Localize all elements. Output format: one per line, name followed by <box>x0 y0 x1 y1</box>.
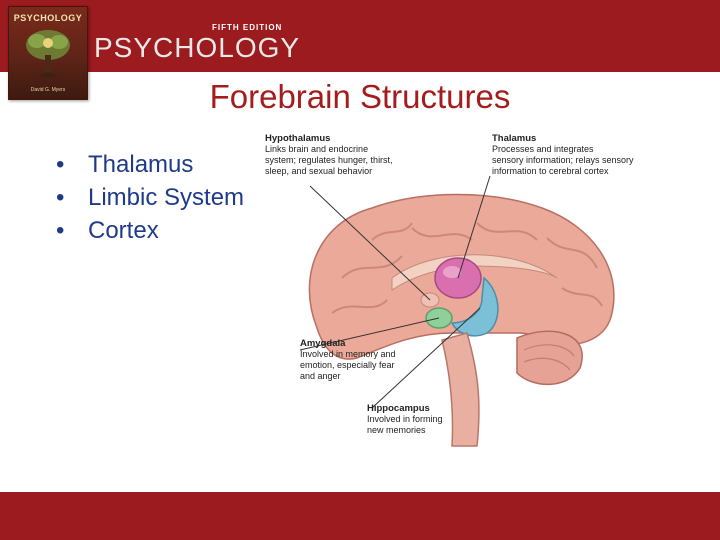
label-amygdala: Amygdala Involved in memory and emotion,… <box>300 338 396 381</box>
brain-illustration <box>299 175 615 447</box>
bullet-text: Limbic System <box>88 184 245 211</box>
book-cover-title: PSYCHOLOGY <box>13 13 83 23</box>
label-hypothalamus: Hypothalamus Links brain and endocrine s… <box>265 133 393 176</box>
book-cover-image: PSYCHOLOGY David G. Myers <box>8 6 88 100</box>
label-hippocampus: Hippocampus Involved in forming new memo… <box>367 403 443 435</box>
edition-label: FIFTH EDITION <box>212 23 283 32</box>
slide-title: Forebrain Structures <box>0 78 720 116</box>
corpus-callosum <box>391 254 558 291</box>
brain-diagram: Hypothalamus Links brain and endocrine s… <box>262 128 662 458</box>
label-thalamus: Thalamus Processes and integrates sensor… <box>492 133 634 176</box>
bullet-text: Thalamus <box>88 151 194 178</box>
cortex-folds <box>331 222 603 314</box>
slide-title-text: Forebrain Structures <box>209 78 511 115</box>
brainstem <box>441 332 480 447</box>
cerebellum-folds <box>523 344 575 371</box>
bullet-item: • Thalamus <box>56 148 248 181</box>
header-white-band <box>0 72 720 102</box>
cerebellum <box>516 330 583 386</box>
bullet-text: Cortex <box>88 217 159 244</box>
header-bar <box>0 0 720 72</box>
leader-lines <box>299 175 491 409</box>
bullet-marker: • <box>56 217 65 244</box>
brand-title: PSYCHOLOGY <box>94 32 301 63</box>
bullet-item: • Limbic System <box>56 181 248 214</box>
footer-bar <box>0 492 720 540</box>
bullet-item: • Cortex <box>56 214 248 247</box>
book-cover-author: David G. Myers <box>30 87 66 93</box>
bullet-marker: • <box>56 151 65 178</box>
bullet-list: • Thalamus • Limbic System • Cortex <box>56 148 248 247</box>
tree-illustration-icon <box>26 30 70 77</box>
bullet-marker: • <box>56 184 65 211</box>
